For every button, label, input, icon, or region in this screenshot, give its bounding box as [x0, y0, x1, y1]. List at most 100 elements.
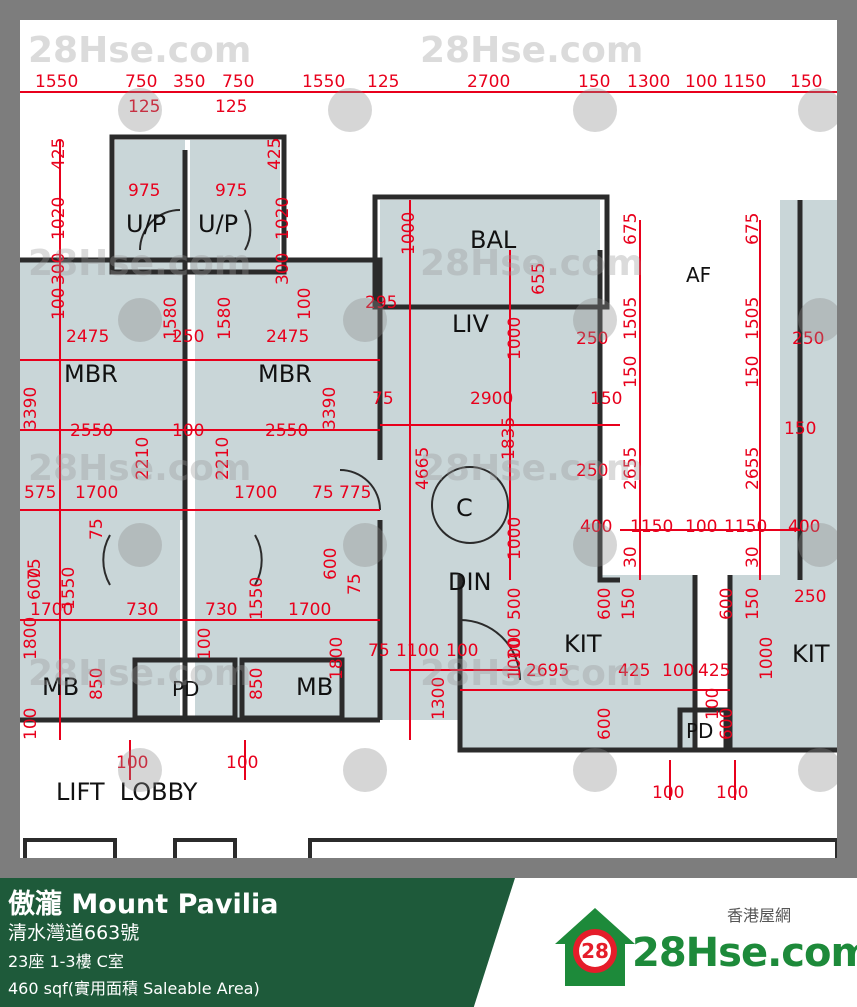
dim-label: 1580: [161, 297, 181, 340]
room-label-mbr-right: MBR: [258, 360, 312, 388]
dim-label: 100: [685, 72, 717, 92]
dim-label: 300: [49, 253, 69, 285]
room-label-liv: LIV: [452, 310, 489, 338]
dim-label: 675: [743, 213, 763, 245]
dim-label: 100: [195, 628, 215, 660]
dim-label: 1020: [273, 197, 293, 240]
dim-label: 30: [743, 546, 763, 568]
dim-label: 730: [126, 600, 158, 620]
dim-label: 4665: [413, 447, 433, 490]
property-unit: 23座 1-3樓 C室: [8, 952, 124, 971]
watermark-text: 28Hse.com: [420, 243, 643, 284]
dim-label: 600: [321, 548, 341, 580]
dim-label: 1000: [399, 212, 419, 255]
dimension-lines: [20, 140, 800, 800]
dim-label: 150: [619, 588, 639, 620]
dim-label: 150: [784, 419, 816, 439]
dim-label: 100: [662, 661, 694, 681]
dim-label: 425: [49, 138, 69, 170]
dim-label: 2695: [526, 661, 569, 681]
dim-label: 850: [247, 668, 267, 700]
dim-label: 425: [618, 661, 650, 681]
dim-label: 675: [621, 213, 641, 245]
watermark-text: 28Hse.com: [28, 448, 251, 489]
dim-label: 75: [368, 641, 390, 661]
dim-label: 1000: [505, 317, 525, 360]
lower-block: [23, 838, 837, 858]
dim-label: 75: [372, 389, 394, 409]
dim-label: 100: [446, 641, 478, 661]
dim-label: 75 775: [312, 483, 371, 503]
footer-info-panel: [0, 878, 515, 1007]
brand-chinese-name: 香港屋網: [727, 906, 792, 925]
dim-label: 1580: [215, 297, 235, 340]
watermark-text: 28Hse.com: [28, 243, 251, 284]
door-swings: [102, 209, 521, 681]
watermark-text: 28Hse.com: [420, 448, 643, 489]
dim-label: 1505: [743, 297, 763, 340]
dim-label: 250: [576, 461, 608, 481]
room-label-pd-right: PD: [686, 719, 713, 743]
dim-label: 400: [788, 517, 820, 537]
dim-label: 150: [790, 72, 822, 92]
dim-label: 2550: [70, 421, 113, 441]
dim-label: 100: [21, 708, 41, 740]
dim-label: 1020: [49, 197, 69, 240]
watermark-text: 28Hse.com: [28, 653, 251, 694]
dim-label: 100: [505, 628, 525, 660]
dim-label: 425: [265, 138, 285, 170]
dim-label: 250: [792, 329, 824, 349]
dim-label: 100: [716, 783, 748, 803]
dim-label: 300: [273, 253, 293, 285]
dim-label: 250: [794, 587, 826, 607]
room-label-bal: BAL: [470, 226, 517, 254]
dim-label: 600: [717, 588, 737, 620]
dim-label: 3390: [320, 387, 340, 430]
dim-label: 600: [717, 708, 737, 740]
dim-label: 1550: [35, 72, 78, 92]
room-label-unit: C: [456, 494, 473, 522]
dim-label: 1150: [723, 72, 766, 92]
dim-label: 1835: [499, 417, 519, 460]
room-label-kit-right: KIT: [792, 640, 830, 668]
dim-label: 1100: [396, 641, 439, 661]
dim-label: 575: [24, 483, 56, 503]
watermark-text: 28Hse.com: [28, 30, 251, 71]
dim-label: 100: [652, 783, 684, 803]
dim-label: 655: [529, 263, 549, 295]
dim-label: 1550: [302, 72, 345, 92]
dim-label: 730: [205, 600, 237, 620]
dim-label: 1550: [247, 577, 267, 620]
dim-label: 975: [128, 181, 160, 201]
dim-label: 150: [743, 356, 763, 388]
room-label-mb-left: MB: [42, 673, 79, 701]
dim-label: 350: [173, 72, 205, 92]
dim-label: 600: [595, 588, 615, 620]
dim-label: 1000: [757, 637, 777, 680]
dim-label: 30: [621, 546, 641, 568]
dim-label: 1000: [505, 517, 525, 560]
dim-label: 150: [743, 588, 763, 620]
watermark-badges: [118, 88, 837, 792]
unit-circle: [431, 466, 509, 544]
watermark-text: 28Hse.com: [420, 653, 643, 694]
dim-label: 850: [87, 668, 107, 700]
dim-label: 2655: [743, 447, 763, 490]
dim-label: 1000: [505, 637, 525, 680]
floor-plan: 1550 750 350 750 1550 125 2700 150 1300 …: [20, 20, 837, 858]
room-label-lift-lobby: LIFT LOBBY: [56, 778, 198, 806]
dim-label: 2475: [266, 327, 309, 347]
room-label-pd-left: PD: [172, 677, 199, 701]
dim-label: 75: [87, 518, 107, 540]
dim-label: 2655: [621, 447, 641, 490]
room-label-din: DIN: [448, 568, 492, 596]
walls: [20, 134, 837, 753]
dim-label: 600: [25, 568, 45, 600]
dim-label: 100: [703, 688, 723, 720]
dim-label: 2210: [213, 437, 233, 480]
dim-label: 2900: [470, 389, 513, 409]
dim-label: 1700: [30, 600, 73, 620]
dim-label: 295: [365, 293, 397, 313]
dim-label: 75: [345, 573, 365, 595]
dim-label: 1150: [630, 517, 673, 537]
